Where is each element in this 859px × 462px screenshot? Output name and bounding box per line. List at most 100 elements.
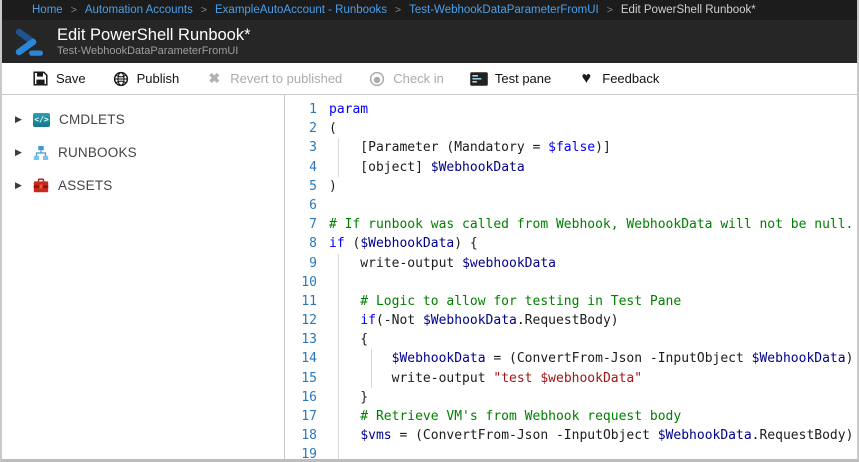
checkin-icon [368, 71, 386, 87]
line-number: 2 [309, 121, 317, 137]
code-line-content[interactable]: } [325, 387, 857, 407]
code-token: $WebhookData [422, 313, 517, 329]
code-token [329, 428, 360, 443]
code-token: "test $webhookData" [493, 370, 643, 386]
line-number: 5 [309, 178, 317, 194]
code-token: if [360, 313, 376, 329]
breadcrumb-item-test-webhookdataparameterfromui[interactable]: Test-WebhookDataParameterFromUI [409, 4, 599, 16]
runbooks-icon [33, 145, 49, 161]
testpane-icon [470, 71, 488, 87]
toolbar-button-label: Test pane [494, 71, 552, 86]
code-line-content[interactable] [325, 196, 857, 215]
code-line-content[interactable]: ( [325, 119, 857, 138]
code-line: 12 if(-Not $WebhookData.RequestBody) [285, 311, 857, 331]
sidebar-item-assets[interactable]: ▶ ASSETS [2, 169, 284, 202]
code-line-content[interactable]: # If runbook was called from Webhook, We… [325, 215, 857, 234]
line-number: 11 [301, 293, 317, 309]
code-line-content[interactable]: # Logic to allow for testing in Test Pan… [325, 291, 857, 312]
code-line-content[interactable]: param [325, 100, 857, 119]
breadcrumb-item-home[interactable]: Home [32, 4, 63, 16]
code-line-content[interactable] [325, 445, 857, 459]
test-pane-button[interactable]: Test pane [457, 63, 564, 94]
breadcrumb-separator: > [606, 4, 613, 16]
code-token: )] [595, 140, 611, 156]
line-number: 7 [309, 217, 317, 233]
indent-guide [338, 311, 339, 331]
code-line-content[interactable]: [Parameter (Mandatory = $false)] [325, 138, 857, 158]
code-token: $WebhookData [391, 351, 486, 367]
line-number: 14 [301, 351, 317, 367]
line-number: 15 [301, 370, 317, 386]
indent-guide [338, 445, 339, 459]
code-line-content[interactable]: $WebhookData = (ConvertFrom-Json -InputO… [325, 349, 857, 369]
code-token: ( [329, 121, 337, 137]
expand-arrow-icon[interactable]: ▶ [15, 180, 22, 190]
indent-guide [338, 349, 339, 369]
publish-icon [112, 71, 130, 87]
code-line-content[interactable]: if(-Not $WebhookData.RequestBody) [325, 311, 857, 331]
save-button[interactable]: Save [18, 63, 99, 94]
code-token: ) [329, 178, 337, 194]
toolbar-button-label: Save [56, 71, 86, 86]
code-line-content[interactable]: ) [325, 177, 857, 196]
breadcrumb-current: Edit PowerShell Runbook* [620, 4, 756, 16]
page-subtitle: Test-WebhookDataParameterFromUI [57, 44, 239, 57]
breadcrumb-item-automation-accounts[interactable]: Automation Accounts [84, 4, 193, 16]
indent-guide [338, 138, 339, 158]
save-icon [31, 71, 49, 87]
code-token: $WebhookData [360, 236, 455, 252]
code-line: 16 } [285, 387, 857, 407]
code-line-content[interactable]: write-output $webhookData [325, 253, 857, 273]
indent-guide [338, 407, 339, 427]
page-title: Edit PowerShell Runbook* [57, 25, 251, 44]
code-token: { [329, 332, 369, 348]
line-number: 19 [301, 447, 317, 459]
indent-guide [338, 291, 339, 312]
code-line: 17 # Retrieve VM's from Webhook request … [285, 407, 857, 427]
code-line: 6 [285, 196, 857, 215]
sidebar-item-cmdlets[interactable]: ▶</>CMDLETS [2, 103, 284, 136]
line-number: 1 [309, 102, 317, 117]
line-number: 4 [309, 159, 317, 175]
code-line: 2( [285, 119, 857, 138]
code-line: 4 [object] $WebhookData [285, 157, 857, 177]
code-token: ) [845, 351, 854, 367]
code-token: # Retrieve VM's from Webhook request bod… [329, 409, 682, 424]
toolbar-button-label: Revert to published [230, 71, 343, 86]
line-number: 13 [301, 332, 317, 348]
sidebar-item-label: ASSETS [58, 178, 113, 193]
expand-arrow-icon[interactable]: ▶ [15, 147, 22, 157]
sidebar-item-label: CMDLETS [59, 112, 125, 127]
breadcrumb-item-exampleautoaccount-runbooks[interactable]: ExampleAutoAccount - Runbooks [215, 4, 387, 16]
sidebar-item-label: RUNBOOKS [58, 145, 137, 160]
code-line-content[interactable]: $vms = (ConvertFrom-Json -InputObject $W… [325, 426, 857, 446]
code-line-content[interactable]: { [325, 330, 857, 350]
code-token: [object] [329, 159, 431, 175]
code-token: if [329, 236, 345, 252]
code-token: [Parameter (Mandatory = [329, 140, 549, 156]
code-token: $WebhookData [751, 351, 846, 367]
toolbar-button-label: Publish [136, 71, 180, 86]
code-line-content[interactable]: if ($WebhookData) { [325, 234, 857, 253]
code-token: # Logic to allow for testing in Test Pan… [329, 293, 682, 309]
breadcrumb: Home>Automation Accounts>ExampleAutoAcco… [2, 0, 857, 20]
indent-guide [371, 349, 372, 369]
feedback-button[interactable]: ♥Feedback [564, 63, 672, 94]
code-token: } [329, 389, 369, 405]
code-line-content[interactable]: # Retrieve VM's from Webhook request bod… [325, 407, 857, 427]
toolbar-button-label: Check in [393, 71, 444, 86]
powershell-runbook-icon [12, 24, 48, 60]
toolbar-button-label: Feedback [602, 71, 660, 86]
code-token: write-output [329, 255, 463, 271]
code-line-content[interactable] [325, 272, 857, 292]
code-token: (-Not [375, 313, 423, 329]
sidebar-item-runbooks[interactable]: ▶ RUNBOOKS [2, 136, 284, 169]
code-line-content[interactable]: write-output "test $webhookData" [325, 368, 857, 388]
code-line-content[interactable]: [object] $WebhookData [325, 157, 857, 177]
publish-button[interactable]: Publish [99, 63, 193, 94]
expand-arrow-icon[interactable]: ▶ [15, 114, 22, 124]
